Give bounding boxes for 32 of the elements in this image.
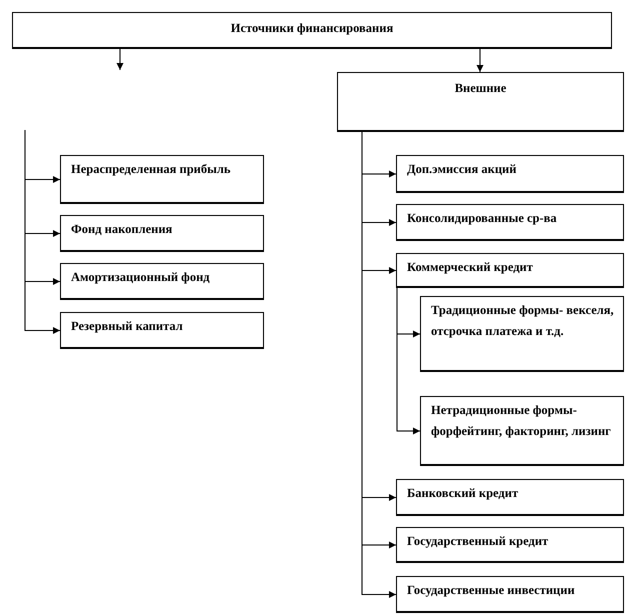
box-label: Банковский кредит xyxy=(406,485,520,502)
category-box xyxy=(396,479,624,516)
arrow xyxy=(116,48,124,70)
category-box xyxy=(396,253,624,288)
box-label: Государственный кредит xyxy=(406,533,550,550)
category-box xyxy=(396,576,624,613)
arrow xyxy=(476,48,484,72)
title-box xyxy=(12,12,612,49)
category-box xyxy=(396,527,624,563)
box-label: Государственные инвестиции xyxy=(406,582,576,599)
box-label: Коммерческий кредит xyxy=(406,259,534,276)
box-label: Консолидированные ср-ва xyxy=(406,210,558,227)
category-box xyxy=(420,296,624,372)
box-label: Нераспределенная прибыль xyxy=(70,161,232,178)
box-label: Нетрадиционные формы- форфейтинг, факторинг, лизинг xyxy=(430,402,612,440)
arrow xyxy=(24,130,60,334)
category-box xyxy=(396,204,624,241)
box-label: Фонд накопления xyxy=(70,221,174,238)
box-label: Амортизационный фонд xyxy=(70,269,211,286)
category-box xyxy=(60,312,264,349)
category-box xyxy=(60,263,264,300)
box-label: Внешние xyxy=(454,80,508,97)
category-box xyxy=(60,155,264,204)
arrow xyxy=(396,288,420,434)
category-box xyxy=(396,155,624,193)
box-label: Традиционные формы- векселя, отсрочка платежа и т.д. xyxy=(430,302,615,340)
box-label: Доп.эмиссия акций xyxy=(406,161,518,178)
box-label: Источники финансирования xyxy=(230,20,394,37)
category-box xyxy=(60,215,264,252)
category-box xyxy=(337,72,624,132)
box-label: Резервный капитал xyxy=(70,318,184,335)
category-box xyxy=(420,396,624,466)
